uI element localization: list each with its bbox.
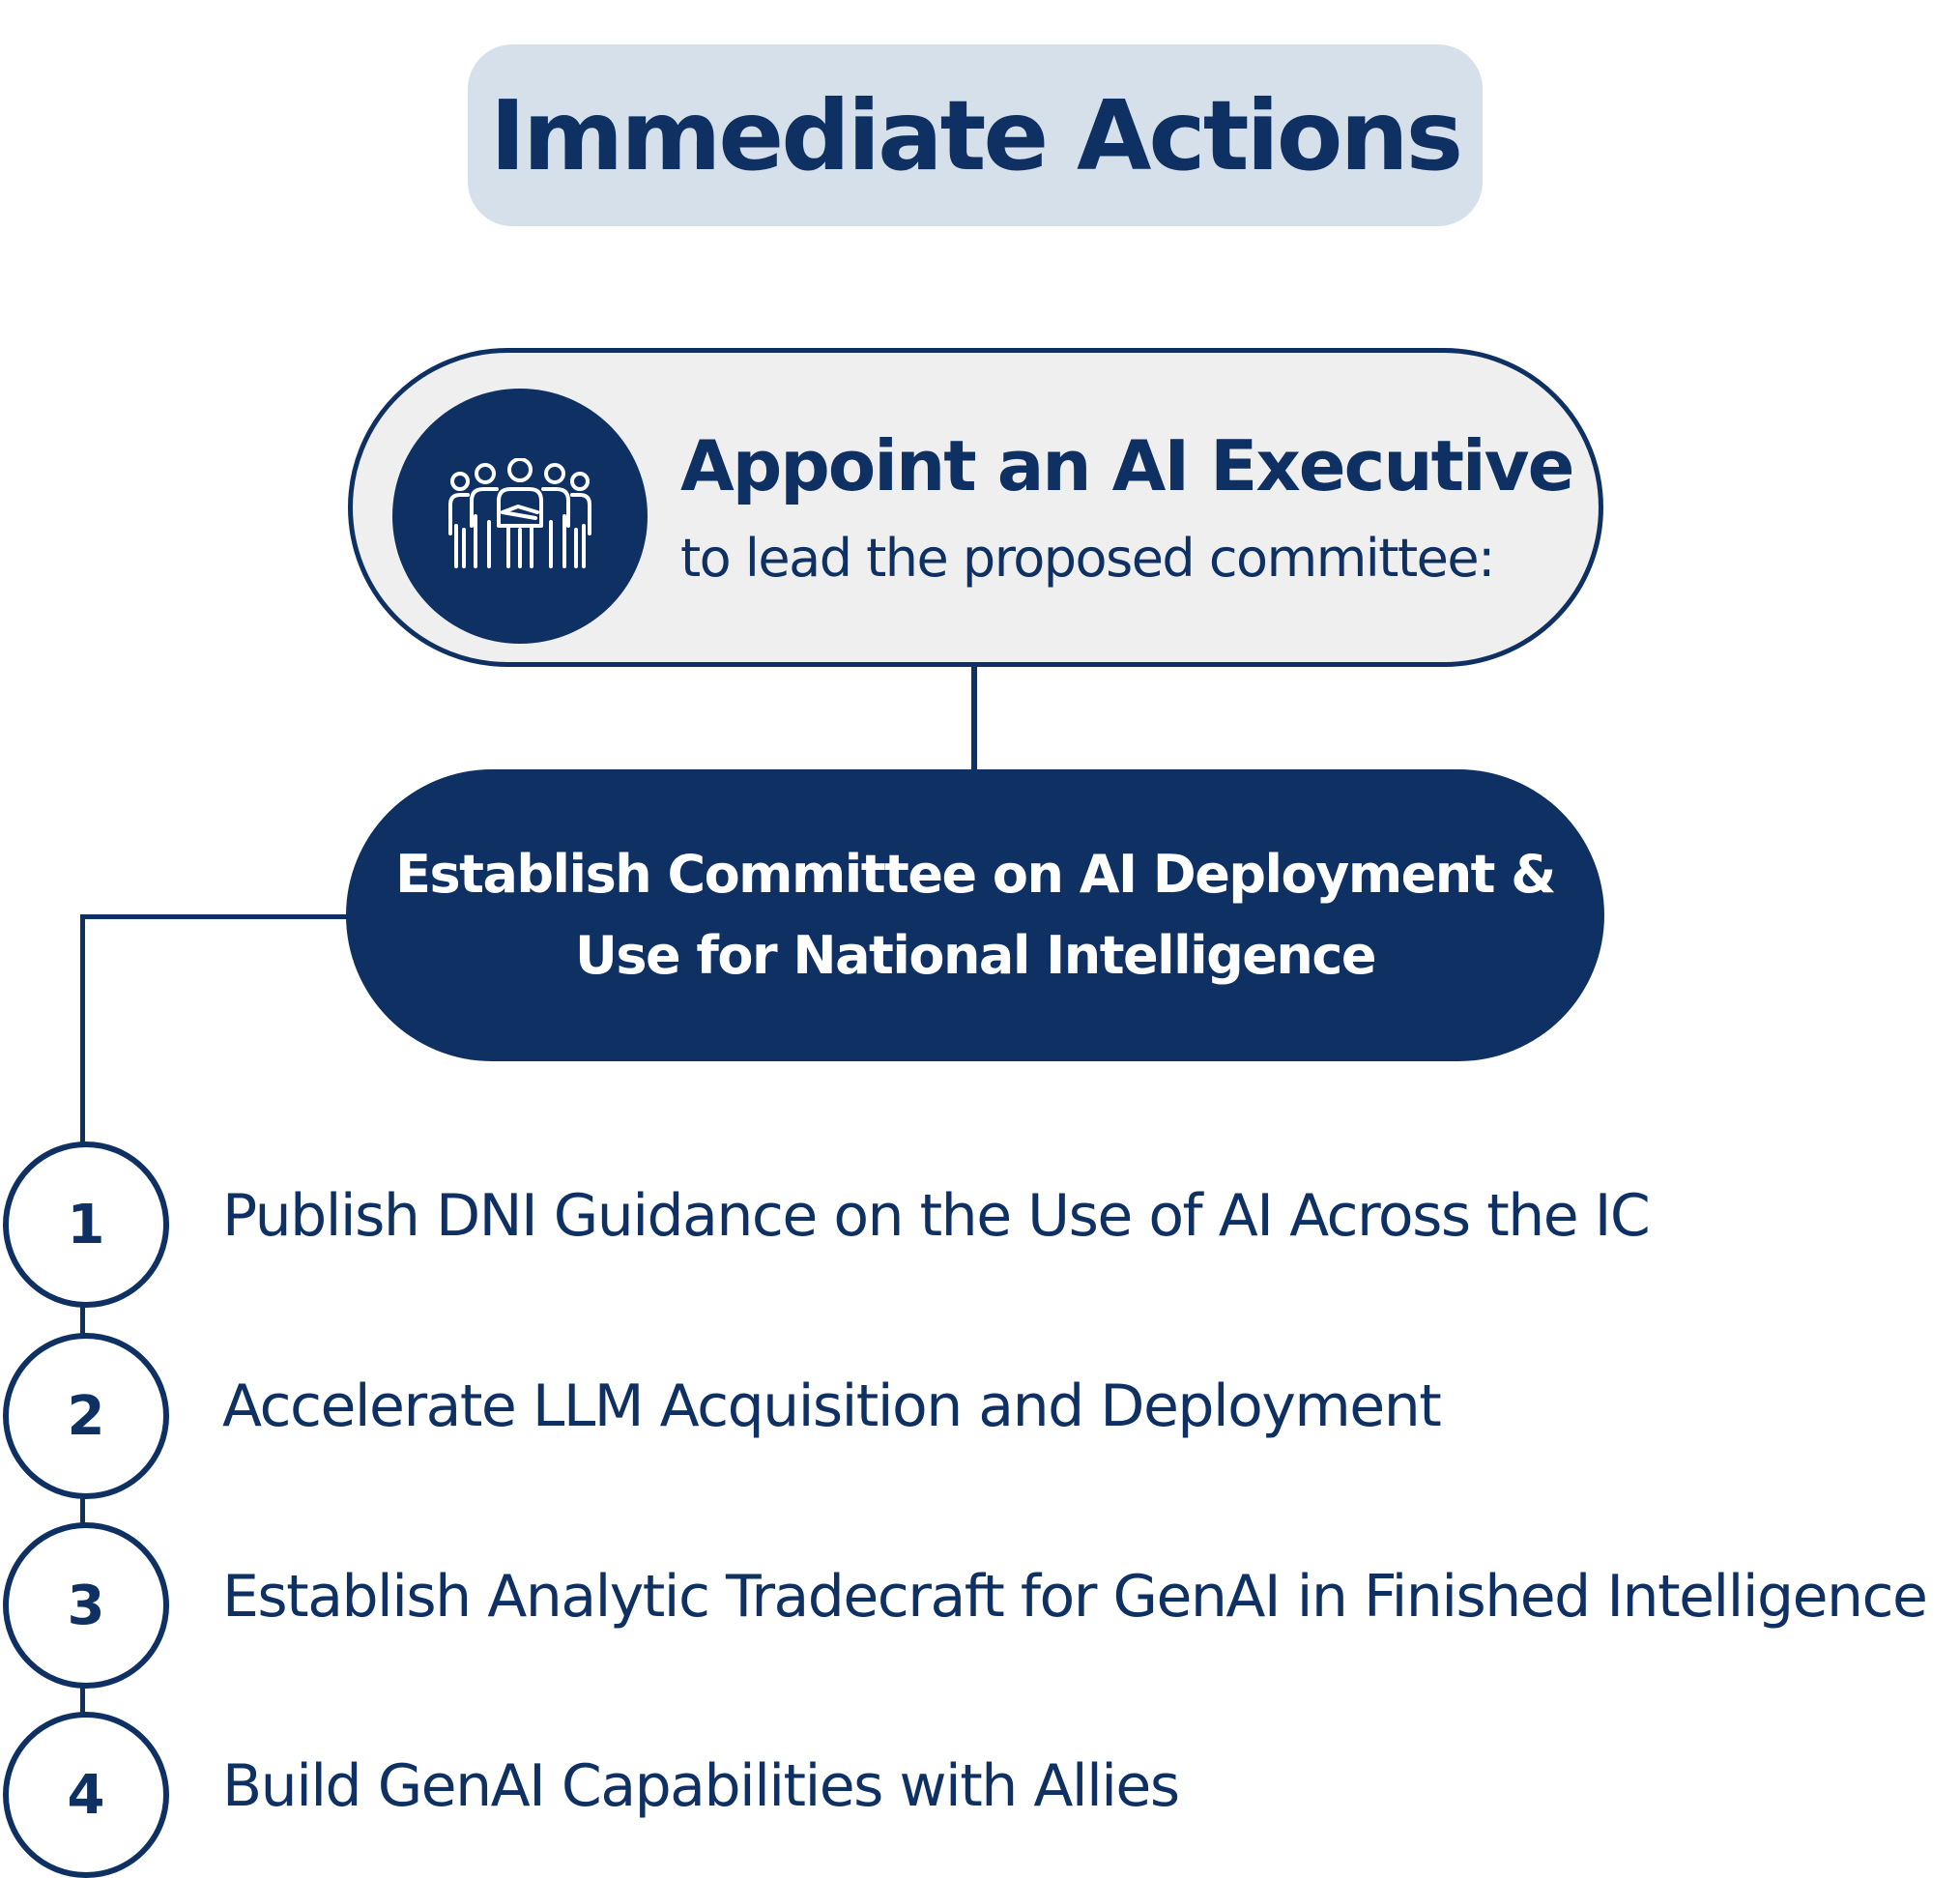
step-number: 2: [67, 1384, 105, 1448]
committee-title-line-2: Use for National Intelligence: [574, 925, 1377, 986]
executive-subtitle: to lead the proposed committee:: [680, 528, 1495, 589]
committee-pill: Establish Committee on AI Deployment & U…: [346, 769, 1604, 1061]
step-label: Publish DNI Guidance on the Use of AI Ac…: [222, 1182, 1651, 1250]
title-banner: Immediate Actions: [468, 44, 1483, 226]
executive-title: Appoint an AI Executive: [680, 425, 1574, 506]
connector-line: [80, 914, 85, 1144]
connector-line: [971, 667, 977, 769]
connector-line: [80, 914, 351, 919]
step-number-badge: 2: [3, 1333, 169, 1499]
step-number-badge: 4: [3, 1712, 169, 1878]
connector-line: [80, 1493, 85, 1528]
step-label: Build GenAI Capabilities with Allies: [222, 1752, 1180, 1820]
step-label: Establish Analytic Tradecraft for GenAI …: [222, 1563, 1928, 1631]
page-title: Immediate Actions: [489, 78, 1463, 192]
committee-title-line-1: Establish Committee on AI Deployment &: [395, 844, 1556, 905]
step-label: Accelerate LLM Acquisition and Deploymen…: [222, 1372, 1442, 1440]
connector-line: [80, 1304, 85, 1339]
step-number: 4: [67, 1763, 105, 1827]
connector-line: [80, 1683, 85, 1718]
step-number-badge: 3: [3, 1522, 169, 1689]
team-icon-badge: [392, 389, 648, 644]
step-number-badge: 1: [3, 1141, 169, 1308]
step-number: 1: [67, 1193, 105, 1257]
step-number: 3: [67, 1574, 105, 1637]
team-people-icon: [448, 458, 591, 568]
